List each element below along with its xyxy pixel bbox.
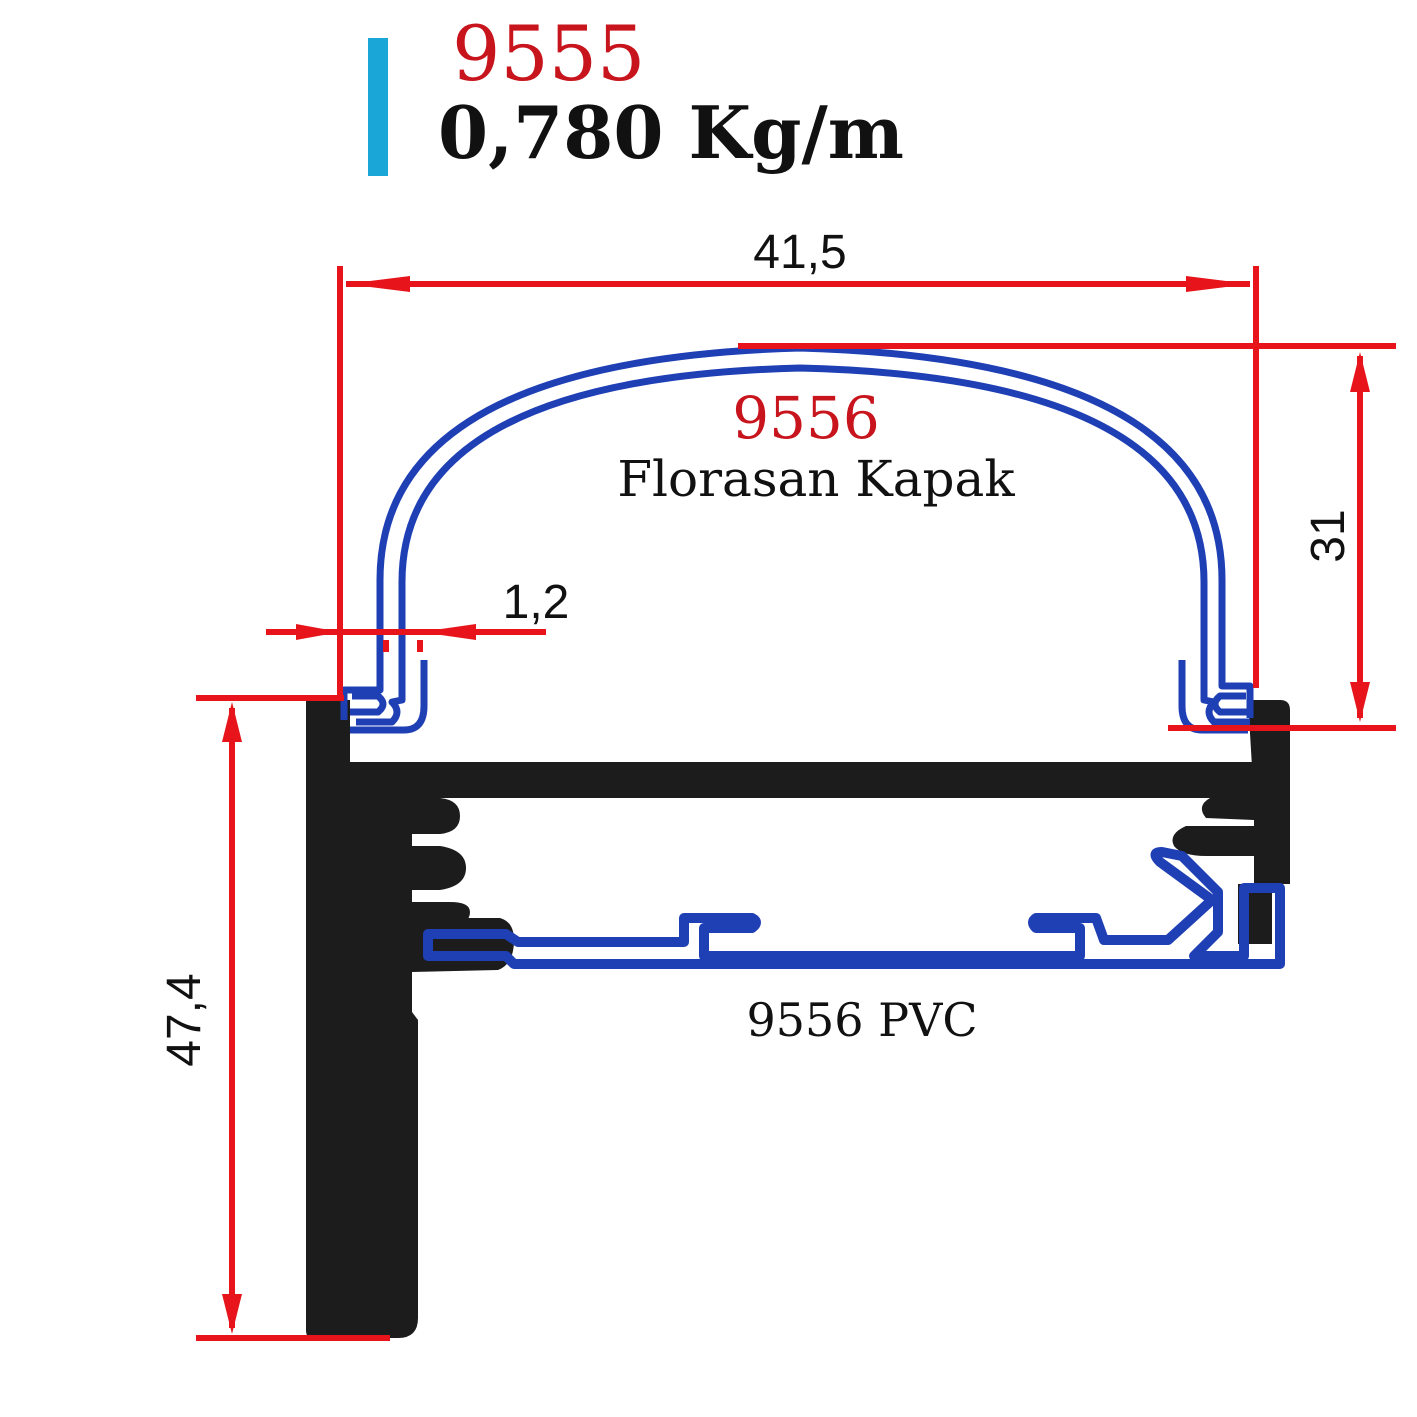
- dimension-lines: [196, 266, 1396, 1341]
- profile-weight: 0,780 Kg/m: [438, 90, 904, 175]
- pvc-label: 9556 PVC: [746, 993, 977, 1047]
- dimension-width: 41,5: [753, 226, 846, 279]
- aluminium-profile: [306, 700, 1290, 1338]
- dimension-cover-height: 31: [1302, 509, 1355, 562]
- dimension-wall-thickness: 1,2: [503, 576, 570, 629]
- dimension-arrows: [222, 276, 1370, 1334]
- accent-bar: [368, 38, 388, 176]
- cover-name: Florasan Kapak: [617, 450, 1015, 508]
- cover-code: 9556: [732, 384, 880, 452]
- dimension-profile-height: 47,4: [158, 973, 211, 1066]
- profile-code: 9555: [452, 9, 645, 98]
- pvc-insert-outline: [423, 847, 1285, 969]
